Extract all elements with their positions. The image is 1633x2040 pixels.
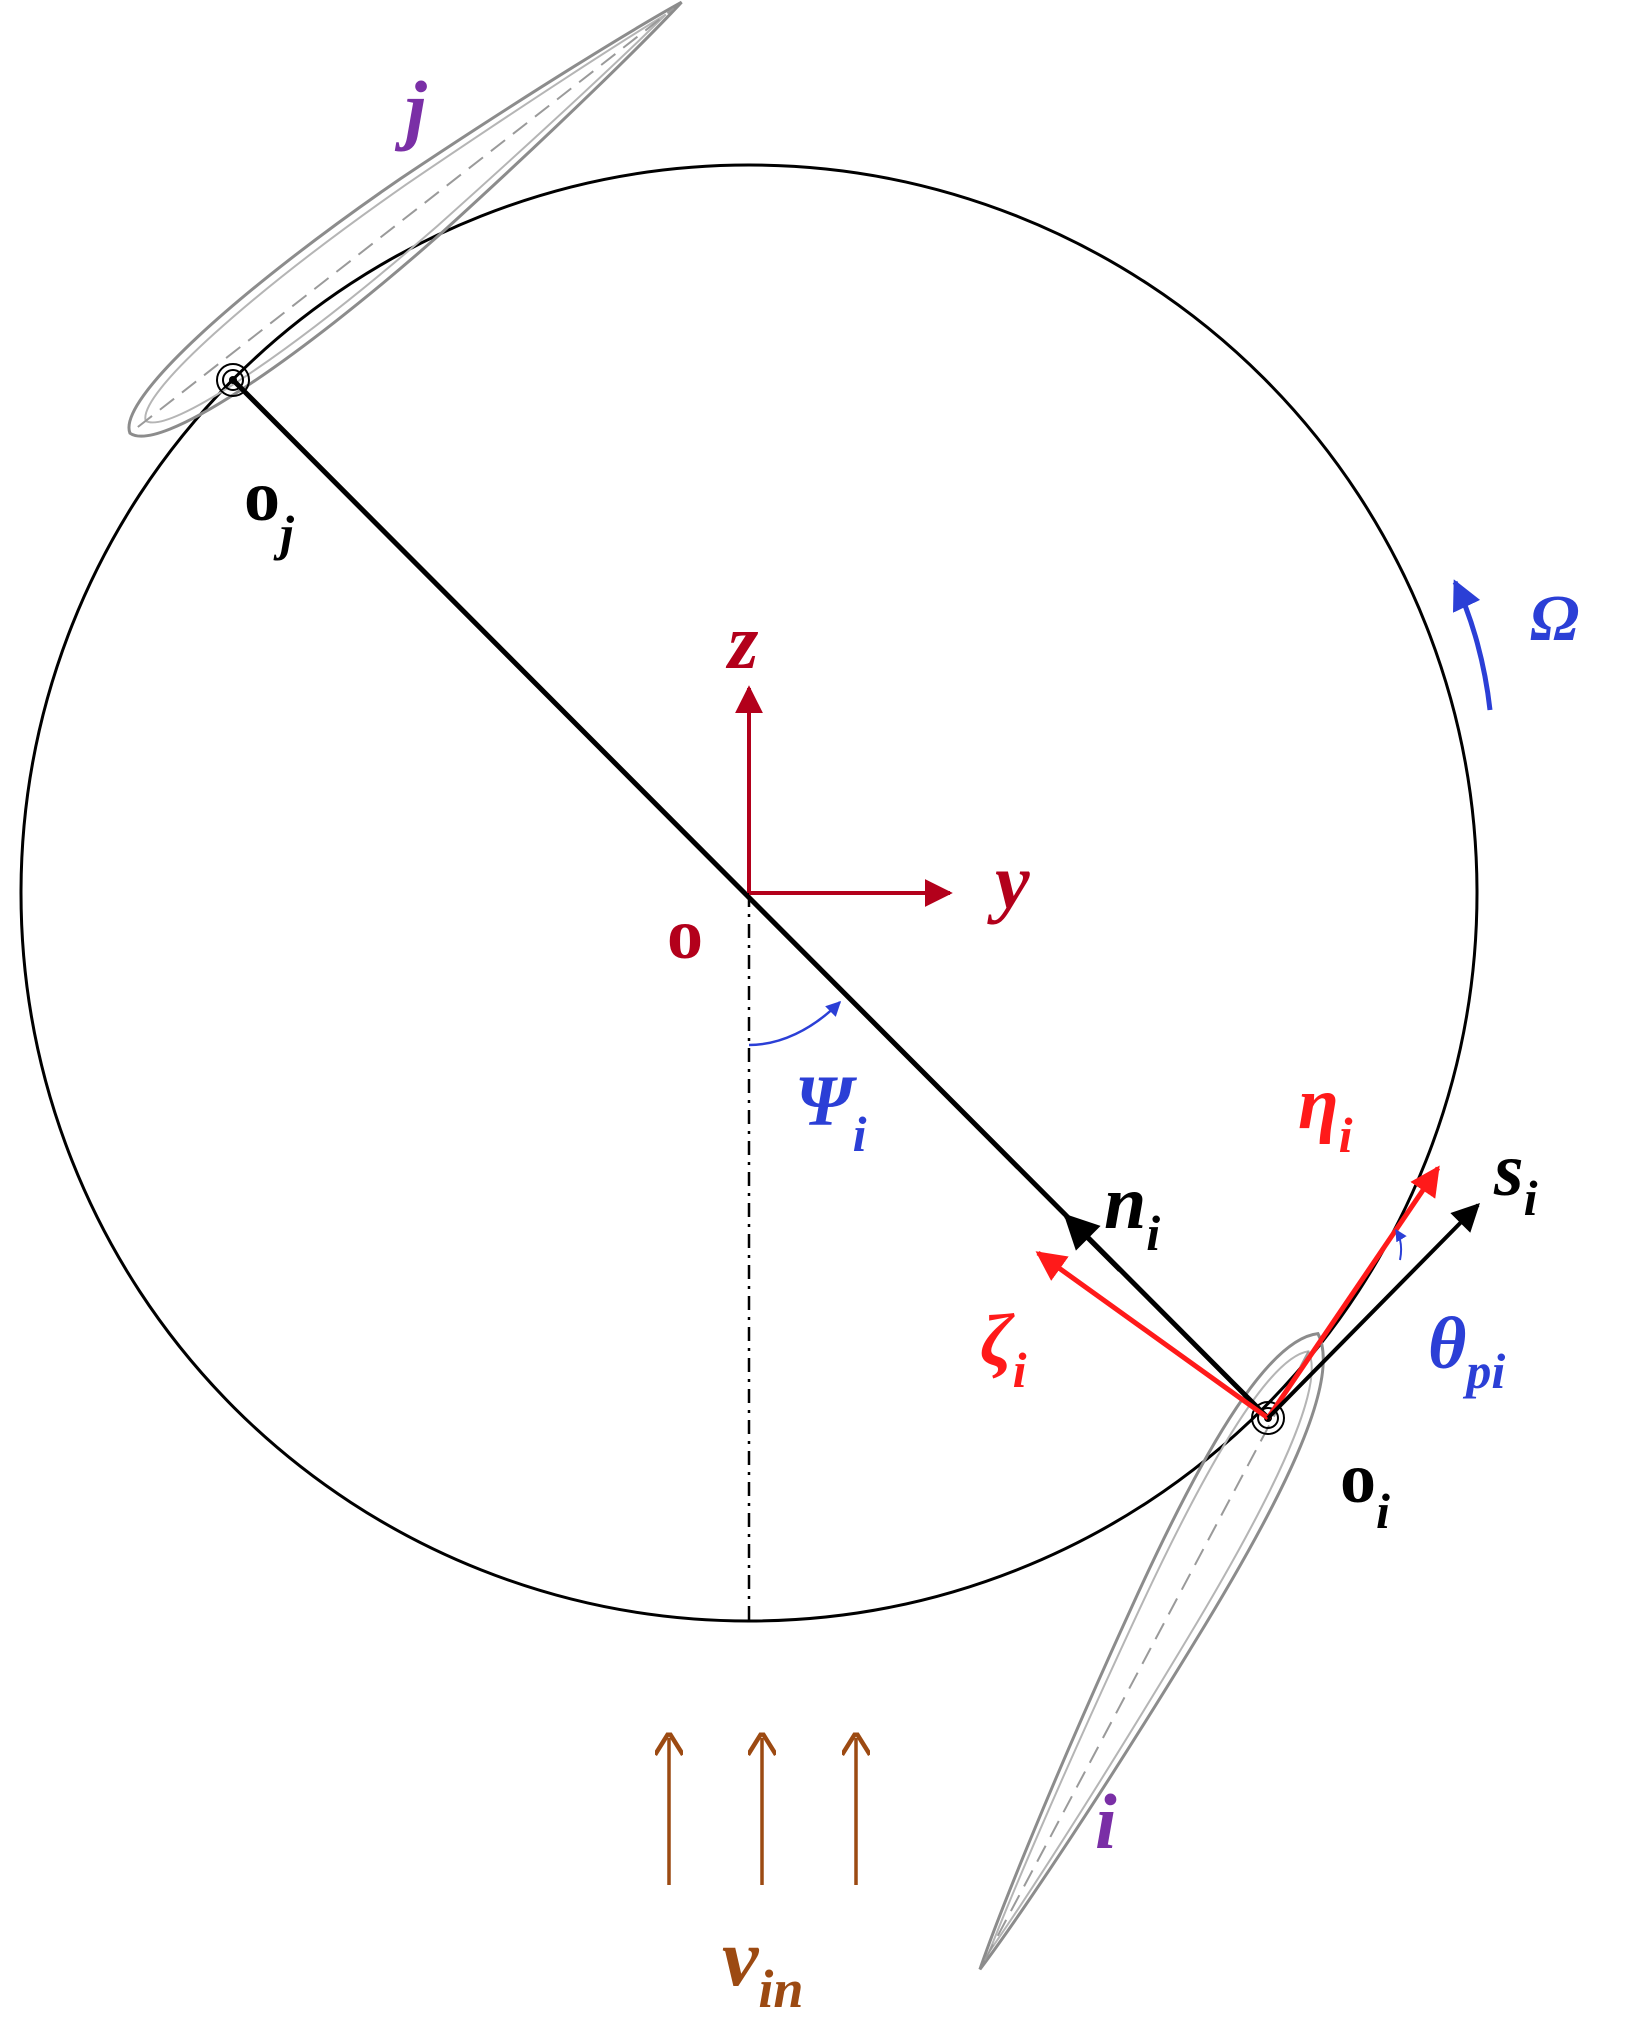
psi-angle-arc	[748, 1000, 842, 1047]
blade-i	[978, 1332, 1325, 1971]
pivot-i-label: oi	[1340, 1438, 1390, 1539]
zeta-label: ζi	[980, 1300, 1027, 1398]
zeta-vector-arrow	[1035, 1250, 1270, 1421]
y-axis-label: y	[987, 838, 1030, 925]
blade-i-label: i	[1095, 1778, 1117, 1865]
blade-j-label: j	[394, 65, 427, 152]
s-vector-arrow	[1266, 1203, 1480, 1420]
z-axis-label: z	[725, 598, 759, 685]
n-label: ni	[1104, 1161, 1160, 1261]
psi-label: Ψi	[795, 1061, 867, 1162]
pivot-j-marker	[216, 363, 250, 397]
omega-rotation-arrow	[1452, 579, 1493, 711]
rotor-circle	[19, 163, 1479, 1623]
inflow-velocity-label: vin	[722, 1912, 803, 2019]
omega-label: Ω	[1530, 582, 1579, 655]
center-label: o	[667, 894, 703, 974]
n-vector-arrow	[1063, 1213, 1122, 1272]
pivot-j-label: oj	[244, 456, 295, 561]
eta-label: ηi	[1298, 1063, 1353, 1163]
blade-j	[127, 0, 683, 438]
theta-label: θpi	[1428, 1303, 1505, 1399]
s-label: si	[1493, 1128, 1538, 1226]
eta-vector-arrow	[1265, 1165, 1441, 1420]
theta-angle-arc	[1395, 1228, 1407, 1261]
